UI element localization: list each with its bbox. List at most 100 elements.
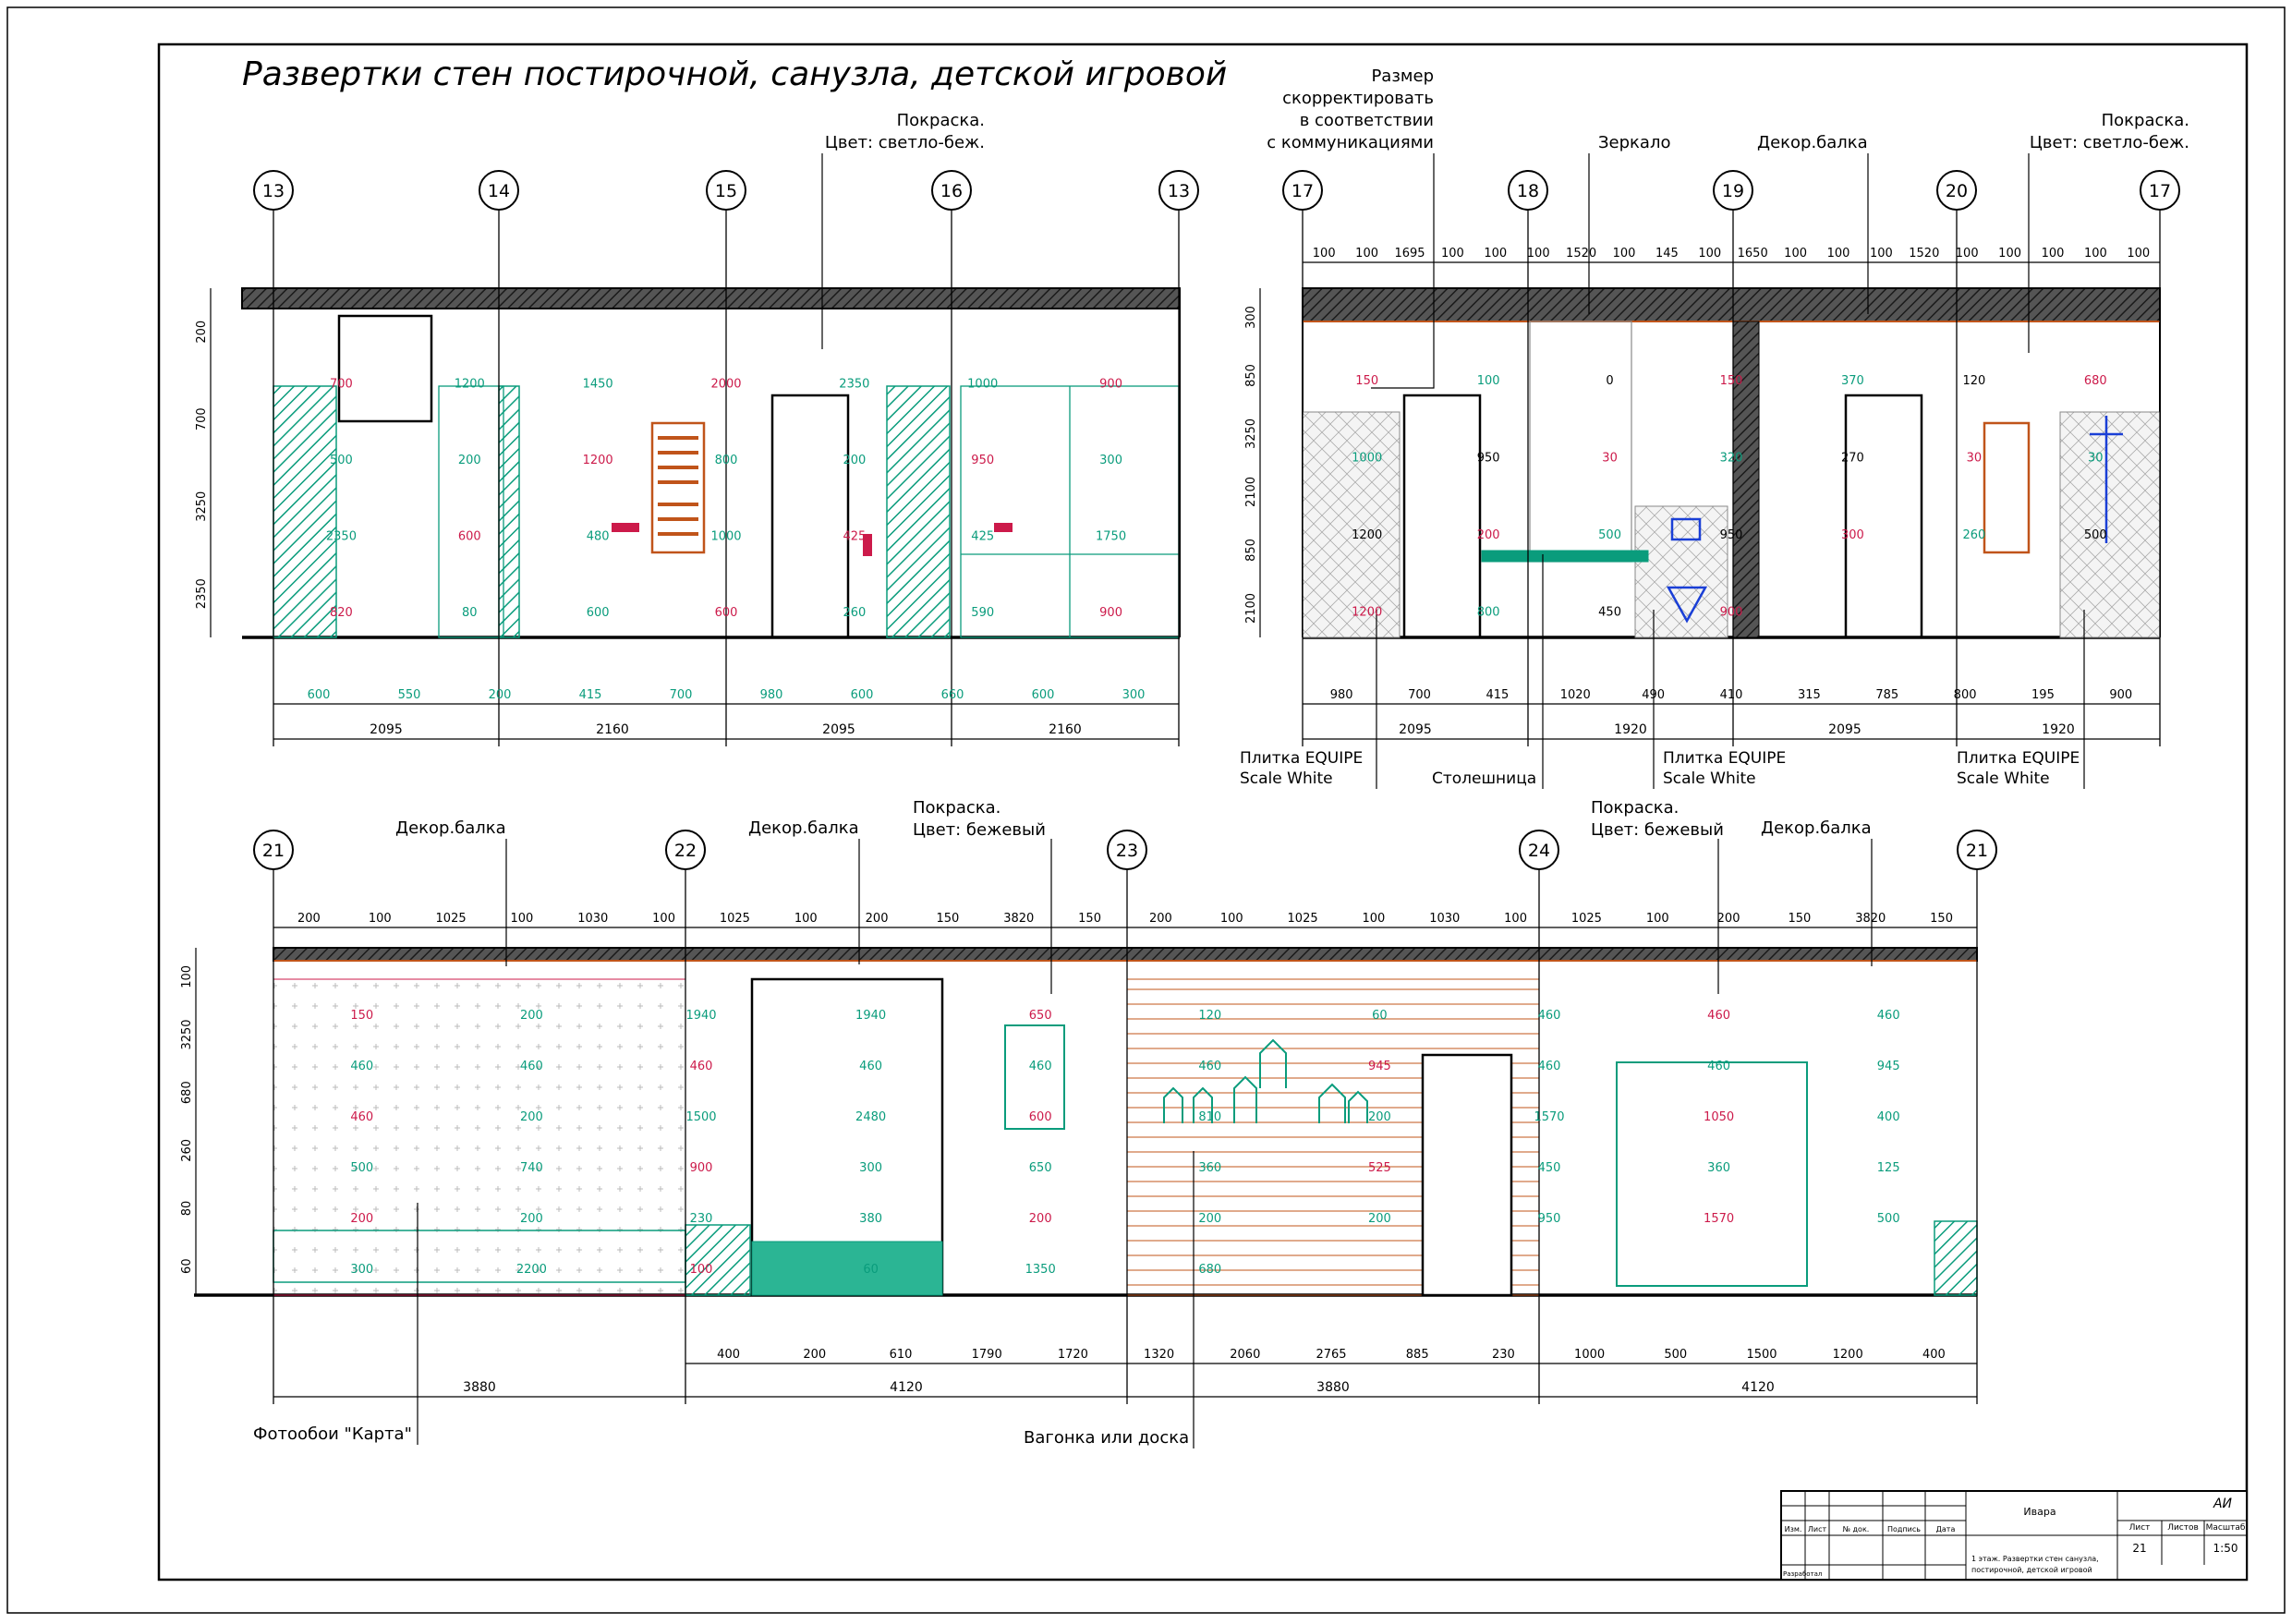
- photo-wallpaper-area: [273, 978, 686, 1296]
- inner-dimension: 460: [1538, 1060, 1561, 1073]
- inner-dimension: 1000: [710, 530, 741, 544]
- inner-dimension: 270: [1841, 452, 1864, 466]
- sub-dimension: 1650: [1738, 247, 1768, 261]
- sub-dimension: 300: [1122, 688, 1146, 702]
- sheet-number: 21: [2132, 1542, 2146, 1555]
- column-label: Подпись: [1887, 1525, 1921, 1533]
- sub-dimension: 1520: [1909, 247, 1939, 261]
- inner-dimension: 30: [1967, 452, 1983, 466]
- label-beam: Декор.балка: [395, 818, 506, 838]
- sub-dimension: 100: [511, 912, 534, 926]
- inner-dimension: 460: [859, 1060, 882, 1073]
- segment-dimension: 4120: [890, 1380, 923, 1395]
- inner-dimension: 2350: [839, 378, 869, 392]
- inner-dimension: 800: [1477, 606, 1500, 620]
- tile-panel: [1302, 411, 1401, 638]
- inner-dimension: 300: [1841, 528, 1864, 542]
- side-dimension: 60: [180, 1258, 194, 1274]
- inner-dimension: 230: [690, 1212, 713, 1226]
- sub-dimension: 100: [1484, 247, 1507, 261]
- inner-dimension: 1500: [685, 1110, 716, 1124]
- sub-dimension: 1025: [720, 912, 750, 926]
- axis-label: 23: [1116, 841, 1138, 861]
- inner-dimension: 460: [1707, 1060, 1730, 1073]
- sub-dimension: 885: [1406, 1348, 1429, 1362]
- inner-dimension: 950: [1720, 528, 1743, 542]
- column-label: № док.: [1843, 1525, 1870, 1533]
- label-paint: Покраска.: [2102, 111, 2189, 130]
- tile-panel: [886, 385, 951, 638]
- inner-dimension: 1570: [1534, 1110, 1564, 1124]
- label-mirror: Зеркало: [1598, 133, 1670, 152]
- sub-dimension: 1520: [1566, 247, 1596, 261]
- side-dimension: 2100: [1244, 593, 1258, 624]
- mirror: [1529, 321, 1632, 563]
- sub-dimension: 150: [1789, 912, 1812, 926]
- label-beam: Декор.балка: [748, 818, 859, 838]
- sub-dimension: 200: [1149, 912, 1172, 926]
- inner-dimension: 2000: [710, 378, 741, 392]
- segment-dimension: 1920: [2042, 722, 2075, 737]
- label-tile: Scale White: [1663, 770, 1756, 788]
- sub-dimension: 550: [398, 688, 421, 702]
- sub-dimension: 2765: [1316, 1348, 1346, 1362]
- sub-dimension: 200: [489, 688, 512, 702]
- inner-dimension: 680: [2084, 374, 2107, 388]
- sub-dimension: 100: [1998, 247, 2021, 261]
- dimension-lines: [195, 261, 2160, 1398]
- inner-dimension: 450: [1538, 1161, 1561, 1175]
- sub-dimension: 2060: [1230, 1348, 1260, 1362]
- inner-dimension: 2480: [855, 1110, 886, 1124]
- sub-dimension: 100: [1504, 912, 1527, 926]
- label-paint: Цвет: бежевый: [1591, 820, 1724, 840]
- inner-dimension: 820: [330, 606, 353, 620]
- column-label: Изм.: [1785, 1525, 1802, 1533]
- inner-dimension: 260: [1962, 528, 1985, 542]
- sub-dimension: 3820: [1003, 912, 1034, 926]
- sub-dimension: 200: [803, 1348, 826, 1362]
- sub-dimension: 600: [851, 688, 874, 702]
- inner-dimension: 1200: [455, 378, 485, 392]
- inner-dimension: 525: [1368, 1161, 1391, 1175]
- axis-label: 16: [940, 181, 963, 201]
- inner-dimension: 650: [1029, 1161, 1052, 1175]
- inner-dimension: 200: [520, 1212, 543, 1226]
- axis-bubble: [1936, 170, 1977, 211]
- inner-dimension: 200: [1477, 528, 1500, 542]
- label-tile: Плитка EQUIPE: [1663, 749, 1786, 768]
- axis-label: 24: [1528, 841, 1550, 861]
- sub-dimension: 150: [1930, 912, 1953, 926]
- annotation-paint-top-left: Покраска. Цвет: светло-беж.: [825, 111, 985, 152]
- sub-dimension: 100: [1355, 247, 1378, 261]
- inner-dimension: 500: [1877, 1212, 1900, 1226]
- sockets: [612, 523, 1013, 556]
- sub-dimension: 1720: [1058, 1348, 1088, 1362]
- title-block: Ивара АИ Лист Листов Масштаб 21 1:50 Изм…: [1780, 1490, 2248, 1581]
- inner-dimension: 200: [1198, 1212, 1221, 1226]
- inner-dimension: 950: [971, 454, 994, 467]
- inner-dimension: 945: [1368, 1060, 1391, 1073]
- inner-dimension: 100: [1477, 374, 1500, 388]
- inner-dimension: 945: [1877, 1060, 1900, 1073]
- side-dimension: 3250: [1244, 418, 1258, 449]
- role-label: Разработал: [1783, 1570, 1822, 1578]
- inner-dimension: 460: [520, 1060, 543, 1073]
- axis-bubble: [931, 170, 972, 211]
- axis-bubble: [1158, 170, 1199, 211]
- ceiling-slab: [1302, 287, 2161, 322]
- inner-dimension: 320: [1720, 452, 1743, 466]
- label-tile: Плитка EQUIPE: [1957, 749, 2080, 768]
- cabinet-outline: [438, 385, 1180, 638]
- sub-dimension: 600: [1032, 688, 1055, 702]
- wall-frame: [1004, 1024, 1065, 1130]
- sub-dimension: 100: [1956, 247, 1979, 261]
- inner-dimension: 1940: [685, 1009, 716, 1023]
- label-tile: Плитка EQUIPE: [1240, 749, 1363, 768]
- sub-dimension: 100: [1827, 247, 1850, 261]
- inner-dimension: 460: [1029, 1060, 1052, 1073]
- note-line: с коммуникациями: [1267, 133, 1434, 152]
- inner-dimension: 1200: [583, 454, 613, 467]
- segment-dimension: 3880: [1316, 1380, 1350, 1395]
- sub-dimension: 100: [1613, 247, 1636, 261]
